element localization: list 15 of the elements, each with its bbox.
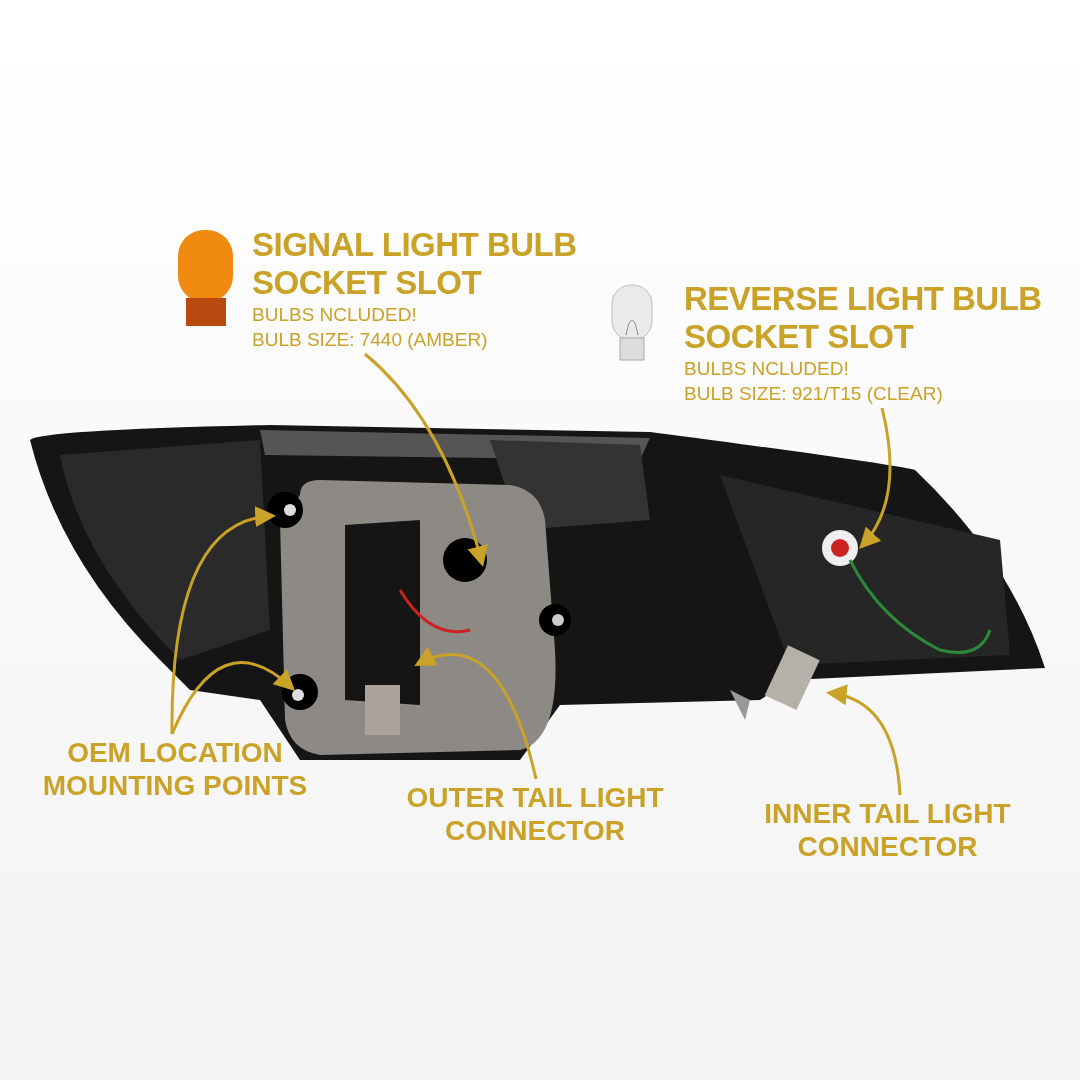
leader-line xyxy=(170,661,296,735)
leader-line xyxy=(859,407,892,550)
callout-label: INNER TAIL LIGHT CONNECTOR xyxy=(763,797,1012,863)
callout-label: OEM LOCATION MOUNTING POINTS xyxy=(41,736,309,802)
callout-label: OUTER TAIL LIGHT CONNECTOR xyxy=(405,781,665,847)
callout-heading: SIGNAL LIGHT BULB SOCKET SLOT xyxy=(252,226,578,302)
callout-heading: REVERSE LIGHT BULB SOCKET SLOT xyxy=(684,280,1043,356)
leader-line xyxy=(414,647,538,780)
leader-line xyxy=(170,507,277,734)
callout-note: BULBS NCLUDED! xyxy=(252,303,418,327)
leader-line xyxy=(825,685,902,796)
callout-note: BULBS NCLUDED! xyxy=(684,357,850,381)
callout-note: BULB SIZE: 921/T15 (CLEAR) xyxy=(684,382,944,406)
callout-note: BULB SIZE: 7440 (AMBER) xyxy=(252,328,489,352)
leader-line xyxy=(364,352,488,568)
